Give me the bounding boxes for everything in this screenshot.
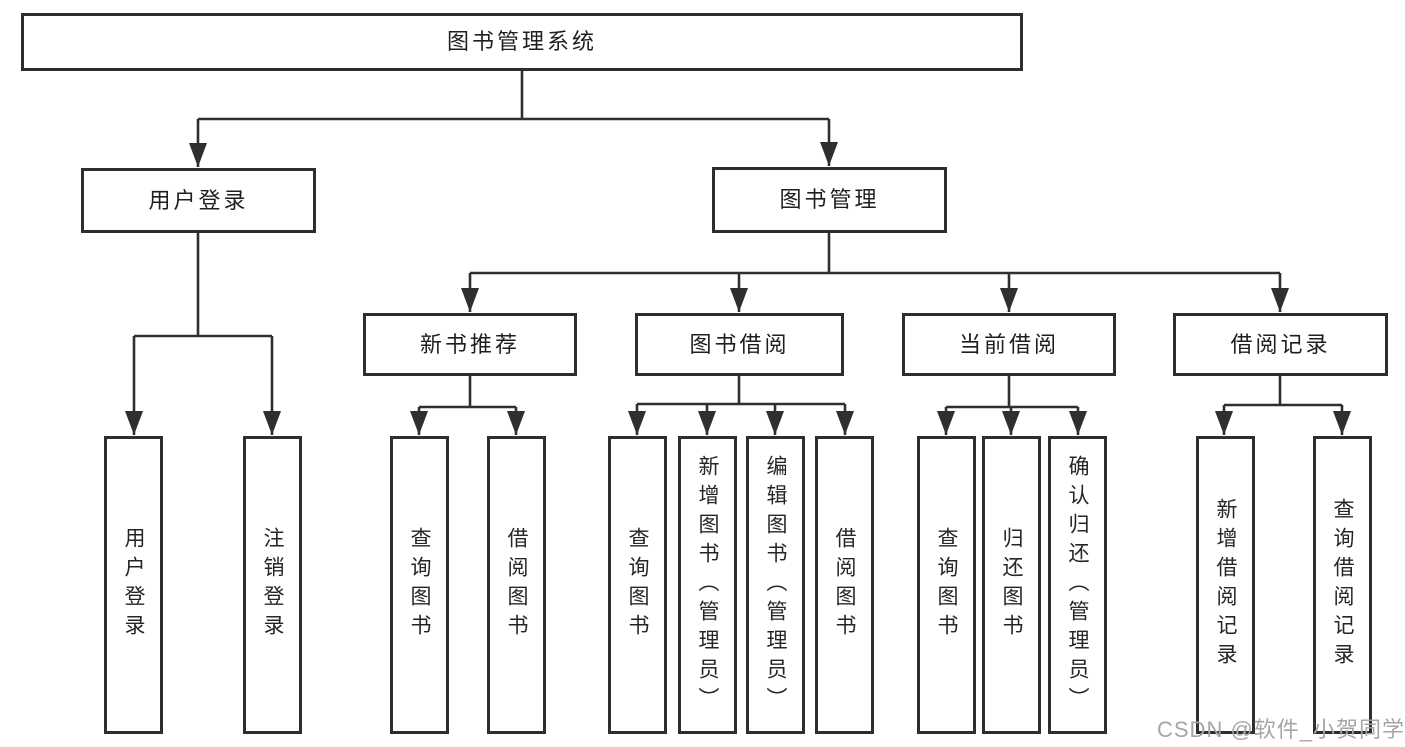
node-current-borrowing-label: 当前借阅 [958, 331, 1059, 357]
node-new-book-recommend: 新书推荐 [363, 313, 577, 376]
leaf-query-books-borrow-label: 查询图书 [626, 527, 649, 643]
node-user-login-label: 用户登录 [148, 187, 249, 213]
leaf-borrow-books-label: 借阅图书 [833, 527, 856, 643]
node-book-borrowing: 图书借阅 [635, 313, 844, 376]
leaf-confirm-return-admin-label: 确认归还（管理员） [1066, 454, 1089, 716]
leaf-edit-books-admin-label: 编辑图书（管理员） [764, 454, 787, 716]
node-new-book-recommend-label: 新书推荐 [419, 331, 520, 357]
leaf-query-borrow-record-label: 查询借阅记录 [1331, 498, 1354, 672]
leaf-query-borrow-record: 查询借阅记录 [1313, 436, 1372, 734]
leaf-logout-label: 注销登录 [261, 527, 284, 643]
node-borrow-records-label: 借阅记录 [1230, 331, 1331, 357]
leaf-add-borrow-record: 新增借阅记录 [1196, 436, 1255, 734]
node-book-management: 图书管理 [712, 167, 947, 233]
leaf-add-books-admin-label: 新增图书（管理员） [696, 454, 719, 716]
node-library-system-label: 图书管理系统 [446, 29, 597, 54]
csdn-watermark: CSDN @软件_小贺同学 [1157, 717, 1405, 742]
leaf-return-books: 归还图书 [982, 436, 1041, 734]
node-library-system: 图书管理系统 [21, 13, 1023, 71]
node-book-management-label: 图书管理 [779, 187, 880, 212]
node-borrow-records: 借阅记录 [1173, 313, 1388, 376]
leaf-add-borrow-record-label: 新增借阅记录 [1214, 498, 1237, 672]
node-book-borrowing-label: 图书借阅 [689, 331, 790, 357]
leaf-query-books-recommend: 查询图书 [390, 436, 449, 734]
leaf-edit-books-admin: 编辑图书（管理员） [746, 436, 805, 734]
leaf-borrow-books-recommend: 借阅图书 [487, 436, 546, 734]
leaf-add-books-admin: 新增图书（管理员） [678, 436, 737, 734]
leaf-user-login-label: 用户登录 [122, 527, 145, 643]
node-current-borrowing: 当前借阅 [902, 313, 1116, 376]
leaf-borrow-books-recommend-label: 借阅图书 [505, 527, 528, 643]
leaf-logout: 注销登录 [243, 436, 302, 734]
leaf-query-books-current: 查询图书 [917, 436, 976, 734]
leaf-query-books-current-label: 查询图书 [935, 527, 958, 643]
leaf-query-books-borrow: 查询图书 [608, 436, 667, 734]
leaf-query-books-recommend-label: 查询图书 [408, 527, 431, 643]
leaf-user-login: 用户登录 [104, 436, 163, 734]
node-user-login: 用户登录 [81, 168, 316, 233]
leaf-confirm-return-admin: 确认归还（管理员） [1048, 436, 1107, 734]
leaf-borrow-books: 借阅图书 [815, 436, 874, 734]
leaf-return-books-label: 归还图书 [1000, 527, 1023, 643]
